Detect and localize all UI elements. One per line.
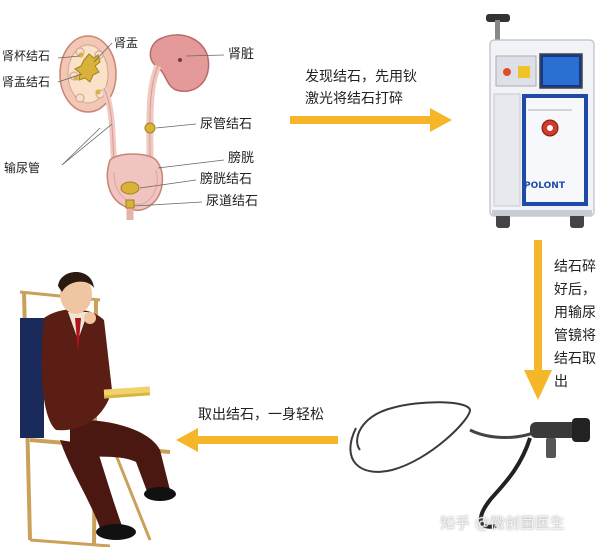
step2-line5: 结石取 [554, 351, 596, 367]
step2-line1: 结石碎 [554, 259, 596, 275]
label-renal-pelvis: 肾盂 [114, 36, 139, 50]
kidney-cross-section [59, 35, 117, 113]
ureteroscope [349, 401, 590, 529]
step3-text: 取出结石，一身轻松 [198, 407, 324, 423]
label-bladder: 膀胱 [228, 151, 255, 166]
device-brand-label: POLONT [524, 181, 565, 191]
urethral-stone-shape [125, 199, 135, 209]
step2-text: 结石碎 好后， 用输尿 管镜将 结石取 出 [554, 256, 600, 394]
kidney-shape [149, 34, 210, 92]
label-renal-calyx-stone: 肾杯结石 [2, 49, 51, 63]
step2-line3: 用输尿 [554, 305, 596, 321]
label-renal-pelvis-stone: 肾盂结石 [2, 75, 51, 89]
urinary-system-illustration [57, 34, 225, 220]
watermark: 知乎 @微创菌医生 [440, 514, 565, 532]
step2-line2: 好后， [554, 282, 596, 298]
holmium-laser-machine [486, 14, 595, 228]
kidney-stone-shape [74, 53, 101, 83]
label-urethral-stone: 尿道结石 [206, 194, 259, 209]
arrow-left-step3 [176, 428, 338, 452]
label-ureteral-stone: 尿管结石 [200, 117, 253, 132]
step2-line6: 出 [554, 374, 568, 390]
ureteral-stone-shape [144, 122, 156, 134]
step1-text: 发现结石，先用钬 激光将结石打碎 [305, 66, 417, 110]
arrow-down-step2 [524, 240, 552, 400]
bladder-shape [106, 153, 164, 211]
relaxed-man-illustration [19, 272, 176, 547]
label-bladder-stone: 膀胱结石 [200, 172, 253, 187]
label-ureter: 输尿管 [4, 161, 41, 175]
label-kidney: 肾脏 [228, 47, 255, 62]
step1-line2: 激光将结石打碎 [305, 91, 403, 107]
arrow-right-step1 [290, 108, 452, 132]
step1-line1: 发现结石，先用钬 [305, 69, 417, 85]
bladder-stone-shape [120, 181, 140, 195]
step2-line4: 管镜将 [554, 328, 596, 344]
